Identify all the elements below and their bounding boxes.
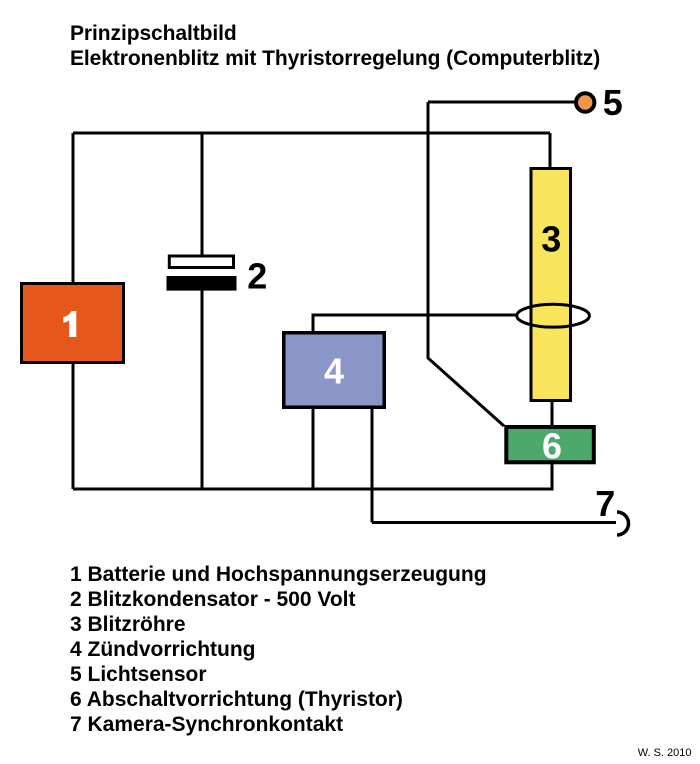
svg-text:4: 4: [324, 351, 344, 392]
svg-text:2: 2: [247, 256, 267, 297]
svg-text:7: 7: [595, 483, 615, 524]
svg-text:3: 3: [541, 218, 561, 259]
svg-text:6: 6: [542, 425, 562, 466]
svg-text:5: 5: [603, 82, 623, 123]
